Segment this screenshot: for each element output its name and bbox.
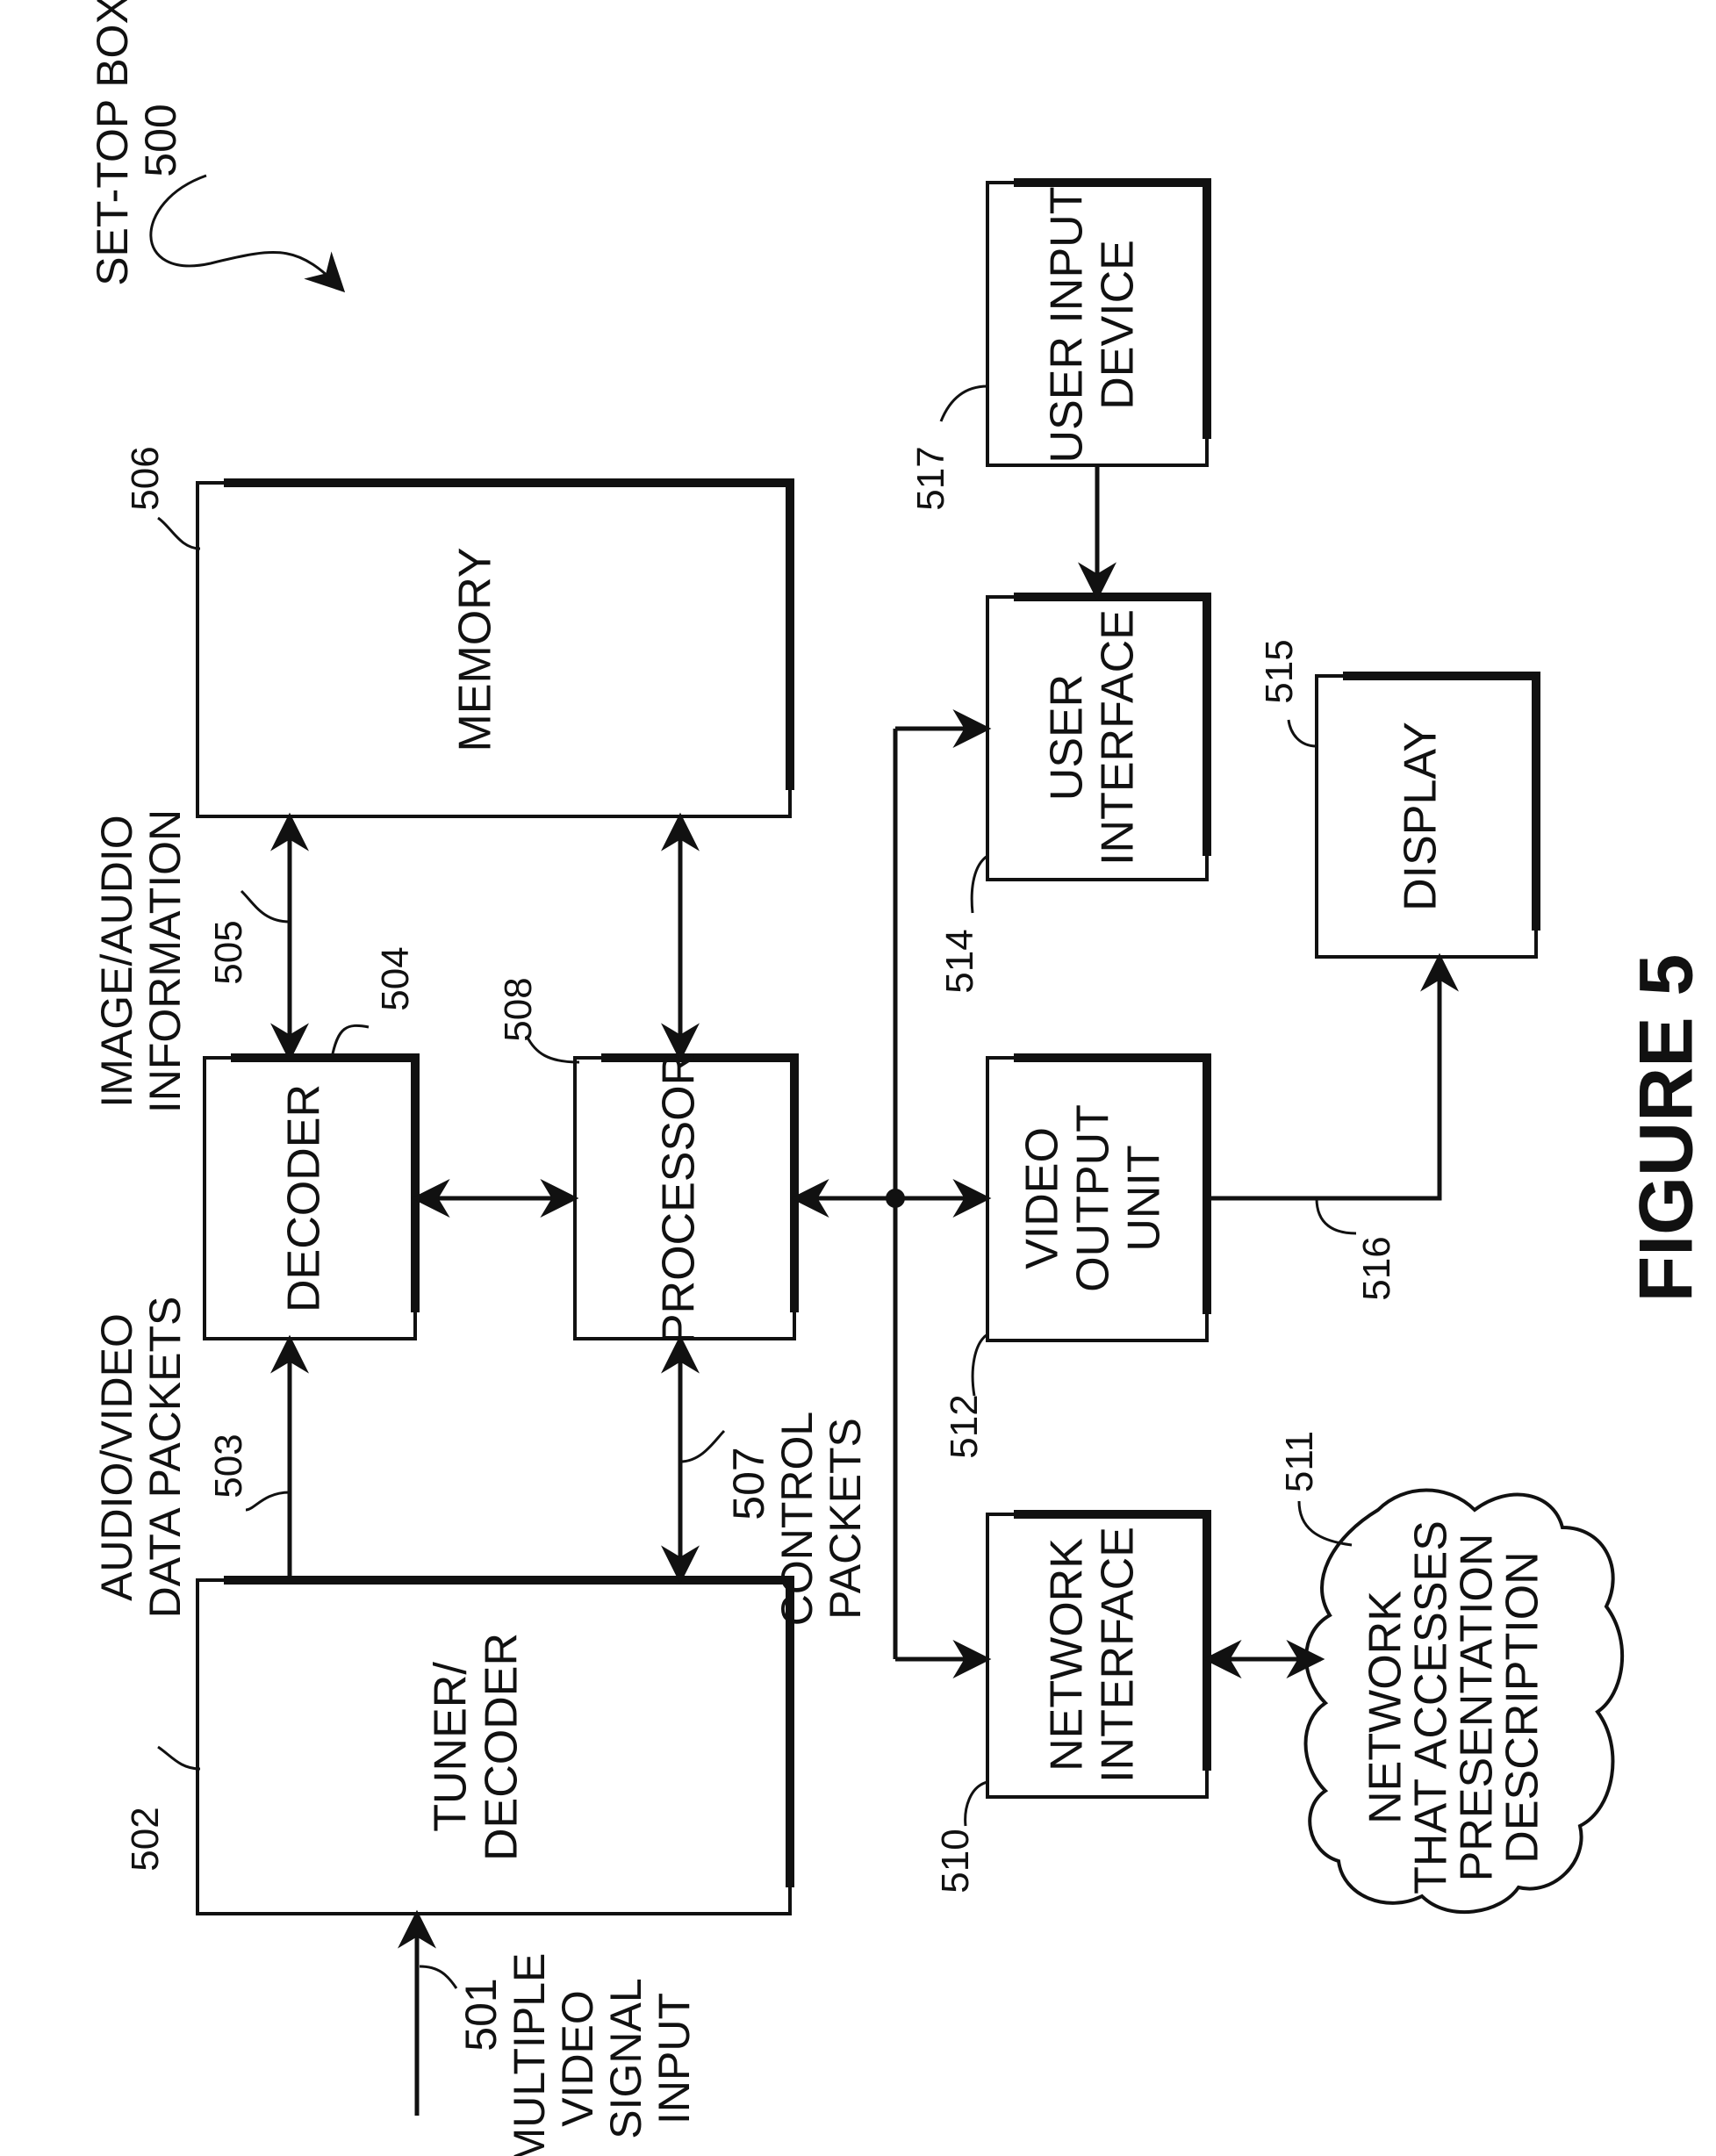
processor-label: PROCESSOR (654, 1053, 705, 1344)
tuner-decoder-block: TUNER/ DECODER (197, 1580, 790, 1914)
ref-507-leader (680, 1431, 724, 1462)
network-interface-label-2: INTERFACE (1093, 1527, 1144, 1783)
ref-514-leader (972, 856, 987, 913)
user-input-device-label-1: USER INPUT (1042, 187, 1093, 464)
figure-title: FIGURE 5 (1625, 954, 1709, 1303)
set-top-box-ref: 500 (136, 104, 185, 176)
input-signal-label-4: INPUT (650, 1993, 699, 2124)
video-output-unit-block: VIDEO OUTPUT UNIT (987, 1058, 1207, 1340)
input-signal-label-2: VIDEO (553, 1990, 602, 2127)
set-top-box-leader (151, 176, 342, 290)
ref-505: 505 (207, 920, 250, 984)
ref-510: 510 (934, 1829, 977, 1893)
video-output-unit-label-1: VIDEO (1017, 1127, 1068, 1269)
ref-514: 514 (938, 929, 981, 993)
control-packets-label-2: PACKETS (821, 1418, 870, 1620)
display-label: DISPLAY (1396, 722, 1447, 911)
ref-503-leader (246, 1492, 290, 1510)
av-packets-label-2: DATA PACKETS (140, 1297, 190, 1619)
ref-516-leader (1317, 1198, 1356, 1233)
network-cloud-label-2: THAT ACCESSES (1406, 1520, 1457, 1894)
ref-508: 508 (497, 977, 540, 1041)
image-audio-label-1: IMAGE/AUDIO (92, 815, 141, 1107)
ref-505-leader (241, 891, 290, 922)
ref-507: 507 (724, 1447, 773, 1520)
tuner-decoder-label-2: DECODER (477, 1633, 528, 1861)
ref-504: 504 (374, 946, 417, 1010)
ref-517: 517 (909, 446, 952, 510)
video-output-unit-label-2: OUTPUT (1068, 1104, 1119, 1292)
ref-517-leader (941, 386, 987, 421)
user-input-device-block: USER INPUT DEVICE (987, 183, 1207, 465)
network-cloud-label-3: PRESENTATION (1452, 1534, 1503, 1882)
decoder-label: DECODER (279, 1084, 330, 1312)
input-signal-label-1: MULTIPLE (505, 1953, 554, 2156)
ref-503: 503 (207, 1434, 250, 1498)
ref-512-leader (973, 1334, 987, 1396)
network-cloud-label-4: DESCRIPTION (1497, 1551, 1548, 1863)
ref-515: 515 (1258, 639, 1301, 703)
ref-506-leader (158, 518, 200, 549)
ref-516: 516 (1355, 1236, 1398, 1300)
ref-502: 502 (124, 1807, 167, 1871)
set-top-box-title: SET-TOP BOX 500 (88, 0, 185, 286)
ref-506: 506 (124, 446, 167, 510)
av-packets-label: AUDIO/VIDEO DATA PACKETS (92, 1297, 190, 1619)
user-input-device-label-2: DEVICE (1093, 240, 1144, 410)
ref-512: 512 (943, 1394, 986, 1458)
control-packets-label-1: CONTROL (772, 1412, 822, 1626)
input-signal-label-3: SIGNAL (601, 1978, 650, 2138)
user-interface-block: USER INTERFACE (987, 597, 1207, 880)
network-cloud-label-1: NETWORK (1361, 1591, 1411, 1824)
memory-block: MEMORY (197, 483, 790, 816)
network-cloud: NETWORK THAT ACCESSES PRESENTATION DESCR… (1306, 1491, 1623, 1913)
ref-504-leader (332, 1025, 369, 1058)
video-output-unit-label-3: UNIT (1119, 1145, 1170, 1251)
tuner-decoder-label-1: TUNER/ (426, 1662, 477, 1832)
input-signal-label: 501 MULTIPLE VIDEO SIGNAL INPUT (456, 1953, 699, 2156)
av-packets-label-1: AUDIO/VIDEO (92, 1313, 141, 1601)
processor-block: PROCESSOR (575, 1053, 794, 1344)
ref-511: 511 (1278, 1431, 1321, 1492)
image-audio-label: IMAGE/AUDIO INFORMATION (92, 809, 190, 1113)
user-interface-label-2: INTERFACE (1093, 609, 1144, 866)
ref-501-leader (420, 1966, 456, 1988)
memory-label: MEMORY (450, 547, 501, 751)
set-top-box-label: SET-TOP BOX (88, 0, 137, 286)
decoder-block: DECODER (205, 1058, 415, 1339)
image-audio-label-2: INFORMATION (140, 809, 190, 1113)
network-interface-block: NETWORK INTERFACE (987, 1514, 1207, 1797)
ref-501: 501 (456, 1978, 506, 2051)
display-block: DISPLAY (1317, 676, 1536, 957)
user-interface-label-1: USER (1042, 674, 1093, 801)
network-interface-label-1: NETWORK (1042, 1538, 1093, 1772)
display-link-arrow-516 (1207, 957, 1440, 1198)
ref-515-leader (1289, 720, 1317, 746)
ref-502-leader (158, 1747, 200, 1769)
ref-510-leader (966, 1782, 987, 1826)
